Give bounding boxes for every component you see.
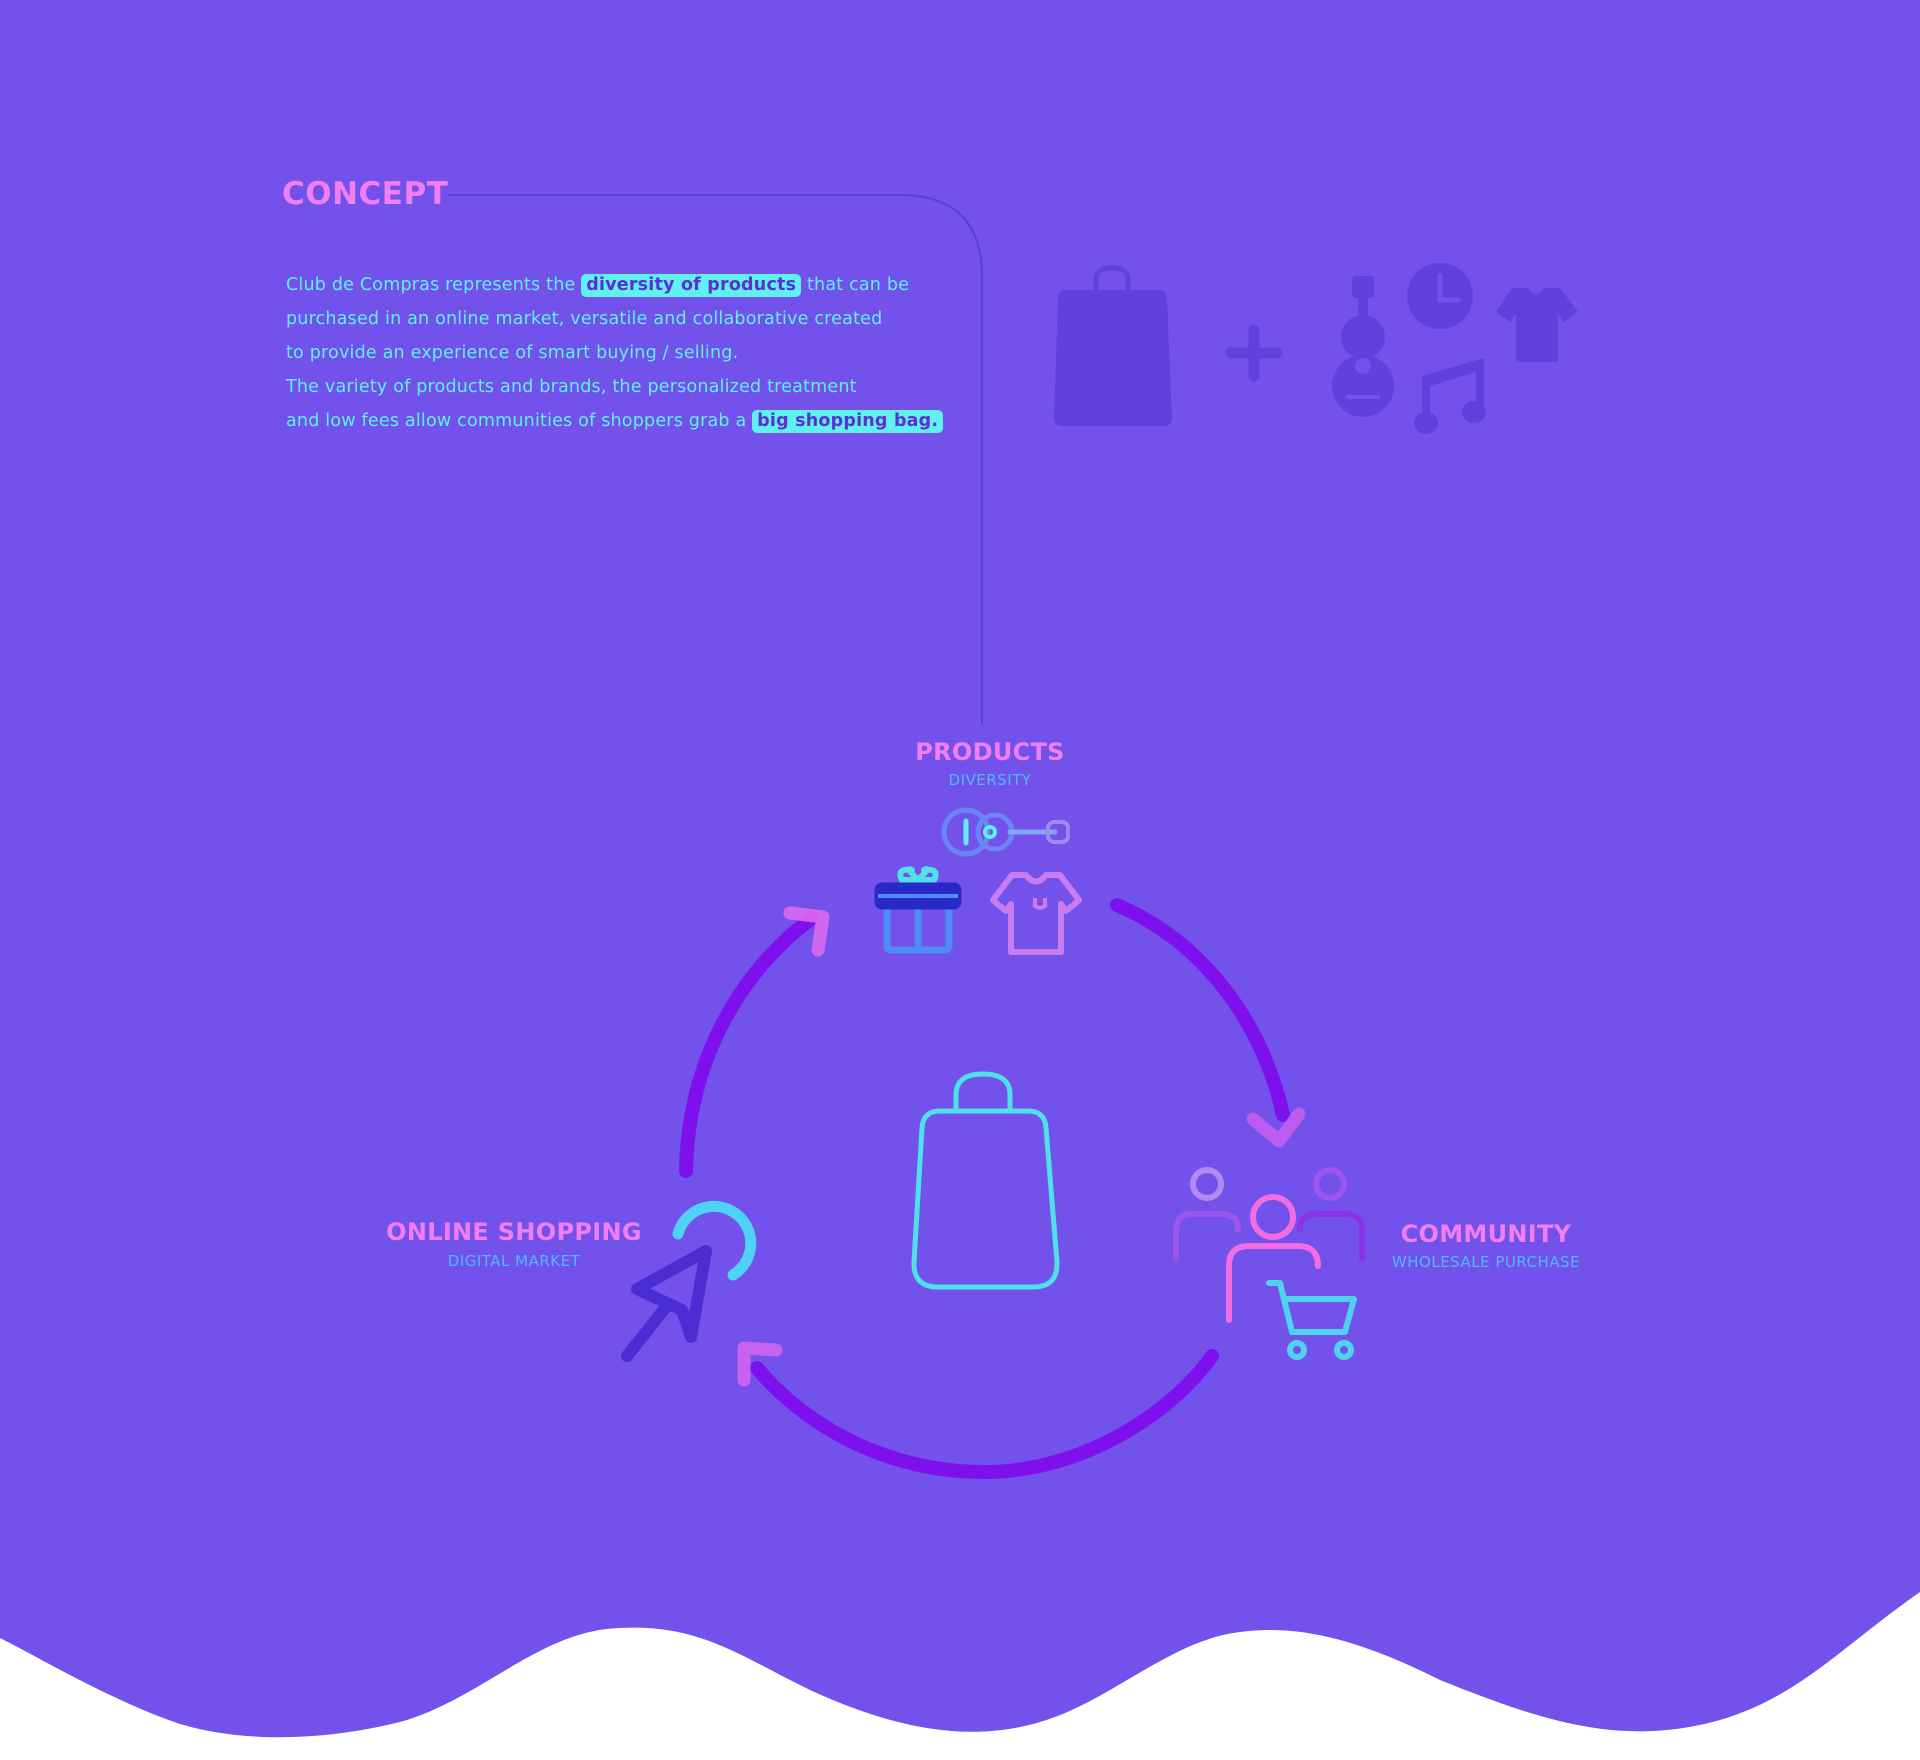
clock-icon [1407, 263, 1473, 329]
community-subtitle: WHOLESALE PURCHASE [1391, 1253, 1581, 1271]
top-tshirt-icon [1496, 288, 1578, 362]
highlight-diversity-of-products: diversity of products [581, 274, 802, 297]
plus-icon [1225, 324, 1283, 382]
top-guitar-icon [1332, 276, 1394, 417]
cursor-click-icon [621, 1200, 757, 1362]
concept-line-2: purchased in an online market, versatile… [286, 309, 883, 329]
connector-line [448, 194, 983, 725]
concept-line-3: to provide an experience of smart buying… [286, 343, 739, 363]
cycle-arrow-products-to-community [1110, 898, 1290, 1122]
products-guitar-icon [941, 807, 1070, 857]
concept-paragraph: Club de Compras represents the diversity… [286, 268, 946, 438]
community-people-icon [1173, 1167, 1365, 1323]
products-title: PRODUCTS [915, 738, 1065, 766]
highlight-big-shopping-bag: big shopping bag. [752, 410, 944, 433]
products-subtitle: DIVERSITY [948, 771, 1032, 789]
top-shopping-bag-icon [1054, 265, 1172, 426]
center-shopping-bag-icon [911, 1071, 1060, 1290]
cycle-arrow-online-to-products [679, 911, 819, 1178]
online-shopping-subtitle: DIGITAL MARKET [447, 1252, 581, 1270]
concept-line-5: and low fees allow communities of shoppe… [286, 404, 946, 438]
concept-title: CONCEPT [282, 176, 449, 212]
cart-icon [1266, 1280, 1357, 1360]
cycle-arrowhead-products [783, 906, 830, 957]
community-title: COMMUNITY [1400, 1220, 1572, 1248]
products-tshirt-icon [990, 872, 1082, 955]
tshirt-pocket [1033, 898, 1047, 910]
concept-line-1: Club de Compras represents the diversity… [286, 274, 910, 297]
cycle-arrowhead-online [737, 1341, 783, 1387]
music-note-icon [1414, 358, 1486, 434]
cycle-arrowhead-community [1246, 1107, 1306, 1148]
online-shopping-title: ONLINE SHOPPING [386, 1218, 642, 1246]
gift-icon [874, 866, 962, 954]
cycle-arrow-community-to-online [750, 1349, 1219, 1480]
concept-line-4: The variety of products and brands, the … [286, 377, 857, 397]
